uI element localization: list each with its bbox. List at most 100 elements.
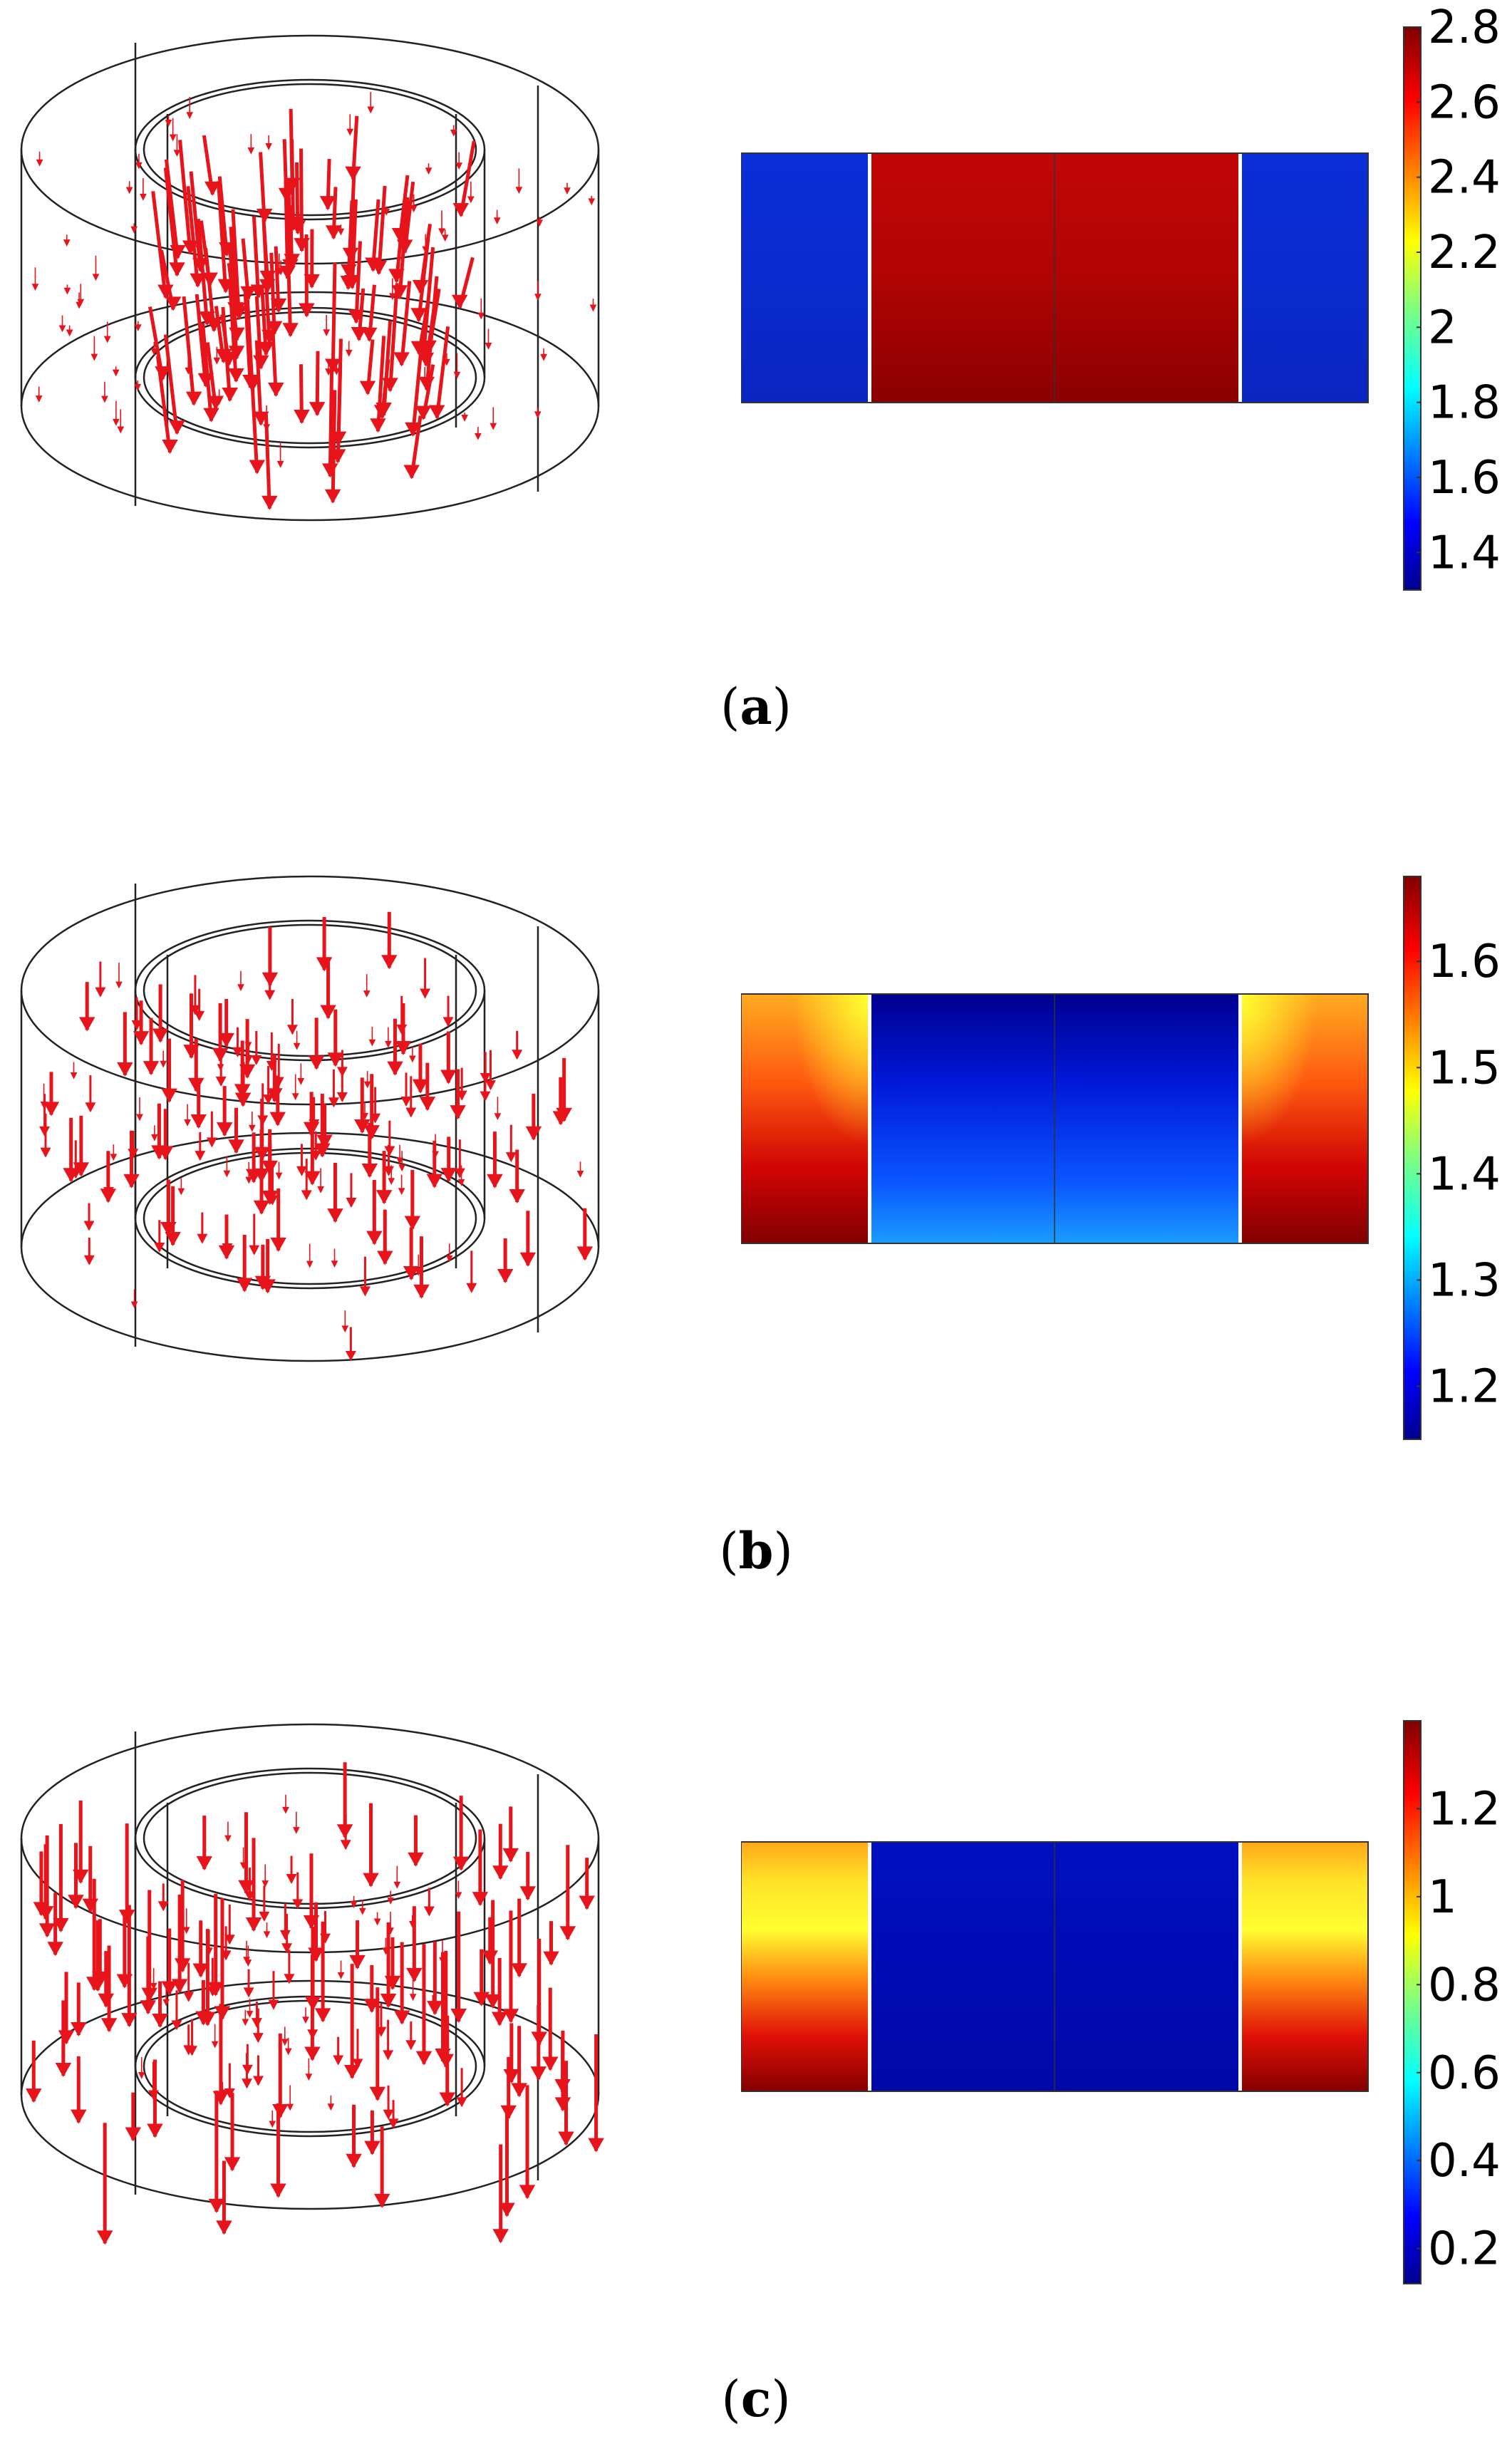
field-arrow-head <box>373 1918 381 1926</box>
field-arrow-head <box>292 1899 304 1910</box>
field-arrow-head <box>482 1950 498 1965</box>
field-arrow-head <box>534 294 542 301</box>
field-arrow-head <box>405 422 421 437</box>
field-arrow-head <box>248 1124 256 1132</box>
field-arrow-head <box>161 1981 178 1996</box>
field-arrow-head <box>359 1286 371 1297</box>
field-arrow-head <box>440 1168 457 1183</box>
field-arrow-head <box>78 1017 95 1032</box>
colorbar-tick-label: 2.6 <box>1428 76 1501 129</box>
field-arrow-head <box>103 1186 114 1197</box>
field-arrow-head <box>82 1898 99 1913</box>
field-arrow-head <box>160 1060 167 1068</box>
field-arrow-head <box>47 1942 63 1957</box>
field-arrow-head <box>445 1255 453 1263</box>
field-arrow <box>328 362 334 477</box>
colorbar-tick-label: 1.4 <box>1428 1148 1501 1201</box>
field-arrow-head <box>429 2004 437 2012</box>
field-arrow-head <box>228 346 245 361</box>
field-arrow-head <box>456 1090 467 1101</box>
field-arrow <box>182 296 196 405</box>
field-arrow-head <box>147 2090 159 2101</box>
colorbar-tick-label: 1.6 <box>1428 936 1501 988</box>
region-right-a <box>1242 153 1368 403</box>
field-arrow-head <box>348 309 365 324</box>
field-arrow-head <box>363 1999 380 2014</box>
field-arrow <box>151 191 167 298</box>
field-arrow-head <box>90 1977 106 1992</box>
field-arrow-head <box>223 1170 231 1178</box>
field-arrow-head <box>252 411 269 426</box>
field-arrow-head <box>296 1166 307 1176</box>
field-arrow-head <box>536 219 543 227</box>
field-arrow-head <box>270 2183 286 2198</box>
field-arrow-head <box>31 284 39 291</box>
field-arrow-head <box>123 1174 140 1189</box>
field-arrow-head <box>485 1994 501 2009</box>
field-arrow <box>229 227 239 316</box>
field-arrow-head <box>55 2062 72 2077</box>
field-arrow-head <box>388 293 396 301</box>
field-arrow-head <box>242 2064 253 2075</box>
field-arrow-head <box>420 988 431 999</box>
field-arrow-head <box>70 1072 78 1079</box>
field-arrow <box>354 241 362 323</box>
field-arrow-head <box>412 1079 429 1094</box>
field-arrow-head <box>381 955 398 970</box>
field-arrow-head <box>319 196 336 211</box>
field-arrow-head <box>247 147 255 155</box>
field-arrow-head <box>354 1119 371 1134</box>
field-arrow-head <box>408 1852 424 1867</box>
field-arrow-head <box>515 187 523 195</box>
field-arrow-head <box>329 449 346 464</box>
field-arrow-head <box>405 1107 417 1118</box>
field-arrow-head <box>439 1957 446 1964</box>
field-arrow-head <box>519 1886 536 1901</box>
field-arrow-head <box>395 1041 412 1056</box>
field-arrow <box>164 159 180 259</box>
field-arrow-head <box>304 1996 321 2011</box>
field-arrow-head <box>492 2229 509 2244</box>
field-arrow-head <box>421 378 429 386</box>
field-arrow-head <box>202 272 218 287</box>
field-arrow-head <box>197 373 214 388</box>
field-arrow-head <box>303 1915 320 1930</box>
field-arrow-head <box>203 408 219 423</box>
field-arrow <box>196 218 209 325</box>
field-arrow-head <box>425 167 433 175</box>
field-arrow-head <box>244 1891 255 1902</box>
field-arrow-head <box>215 1076 227 1087</box>
colorbar-tick-label: 1.3 <box>1428 1254 1501 1307</box>
field-arrow <box>186 186 200 286</box>
colorbar-tick-label: 1.5 <box>1428 1042 1501 1094</box>
field-arrow-head <box>502 1848 519 1863</box>
flux-arrows-c <box>26 1762 604 2245</box>
field-arrow-head <box>396 1157 403 1165</box>
field-arrow-head <box>333 2055 344 2066</box>
field-arrow <box>245 299 254 391</box>
field-arrow-head <box>370 1113 381 1124</box>
field-arrow-head <box>140 2000 157 2015</box>
field-arrow-head <box>336 1092 348 1102</box>
field-arrow-head <box>236 1278 253 1293</box>
field-arrow-head <box>162 439 178 454</box>
field-arrow <box>252 216 261 298</box>
field-arrow-head <box>195 1151 206 1161</box>
colorbar-tick-label: 1.2 <box>1428 1783 1501 1836</box>
field-arrow-head <box>346 128 354 136</box>
field-arrow-head <box>309 1119 320 1130</box>
cross-section-b: 1.61.51.41.31.2 <box>741 876 1501 1440</box>
field-arrow-head <box>351 326 368 341</box>
field-arrow-head <box>228 368 244 383</box>
field-arrow-head <box>188 1077 204 1092</box>
field-arrow-head <box>286 1025 298 1035</box>
field-arrow-head <box>141 1987 158 2002</box>
field-arrow-head <box>472 1892 489 1907</box>
field-arrow-head <box>35 395 43 403</box>
field-arrow-head <box>426 1174 443 1189</box>
field-arrow <box>350 199 358 289</box>
field-arrow-head <box>363 1873 379 1888</box>
field-arrow-head <box>151 1145 167 1160</box>
field-arrow-head <box>316 1134 333 1149</box>
